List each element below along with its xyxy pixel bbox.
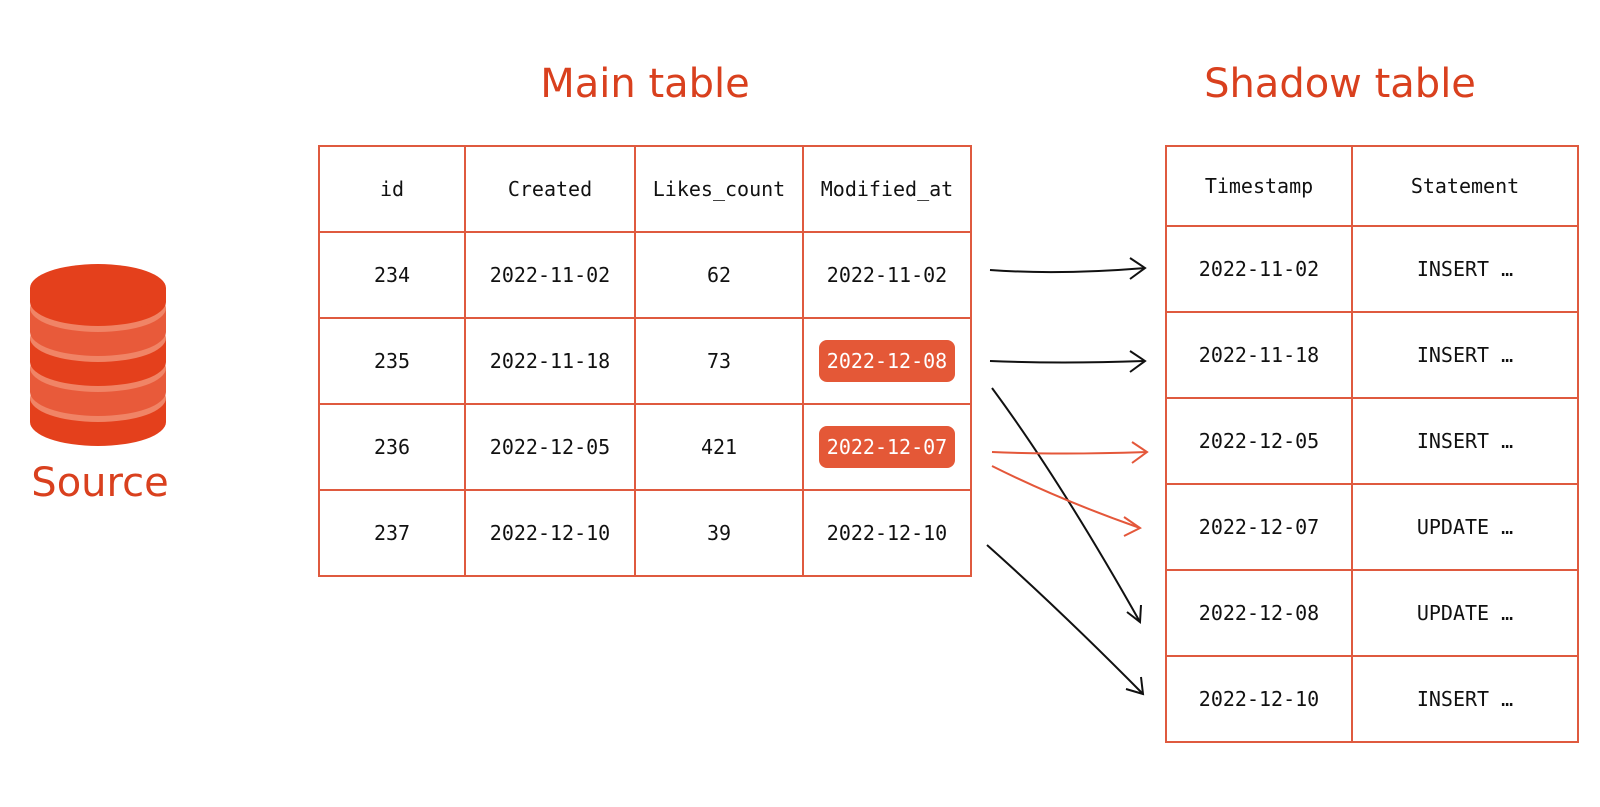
column-header-statement: Statement — [1351, 145, 1579, 227]
cell-modified-at: 2022-11-02 — [802, 231, 972, 319]
cell-statement: INSERT … — [1351, 397, 1579, 485]
column-header-modified-at: Modified_at — [802, 145, 972, 233]
shadow-table: Timestamp Statement 2022-11-02 INSERT … … — [1165, 145, 1579, 743]
arrow-236-to-2022-12-05 — [991, 451, 1148, 455]
cell-modified-at: 2022-12-10 — [802, 489, 972, 577]
table-row: 2022-12-05 INSERT … — [1165, 397, 1579, 485]
shadow-table-header-row: Timestamp Statement — [1165, 145, 1579, 227]
cell-created: 2022-11-02 — [464, 231, 636, 319]
table-row: 2022-12-08 UPDATE … — [1165, 569, 1579, 657]
cell-timestamp: 2022-11-02 — [1165, 225, 1353, 313]
cell-created: 2022-11-18 — [464, 317, 636, 405]
table-row: 2022-12-07 UPDATE … — [1165, 483, 1579, 571]
table-row: 234 2022-11-02 62 2022-11-02 — [318, 231, 972, 319]
cell-timestamp: 2022-12-10 — [1165, 655, 1353, 743]
cell-statement: UPDATE … — [1351, 483, 1579, 571]
source-label: Source — [31, 460, 169, 506]
cell-likes-count: 62 — [634, 231, 804, 319]
cell-statement: INSERT … — [1351, 225, 1579, 313]
cell-likes-count: 421 — [634, 403, 804, 491]
cell-id: 237 — [318, 489, 466, 577]
arrow-236-to-2022-12-07 — [991, 465, 1141, 529]
cell-modified-at: 2022-12-07 — [802, 403, 972, 491]
database-icon — [30, 264, 166, 446]
cell-timestamp: 2022-11-18 — [1165, 311, 1353, 399]
table-row: 235 2022-11-18 73 2022-12-08 — [318, 317, 972, 405]
cell-modified-at: 2022-12-08 — [802, 317, 972, 405]
cell-id: 235 — [318, 317, 466, 405]
table-row: 237 2022-12-10 39 2022-12-10 — [318, 489, 972, 577]
cell-created: 2022-12-05 — [464, 403, 636, 491]
cell-id: 234 — [318, 231, 466, 319]
main-table: id Created Likes_count Modified_at 234 2… — [318, 145, 972, 577]
cell-id: 236 — [318, 403, 466, 491]
arrow-head — [1126, 604, 1142, 624]
highlighted-date-badge: 2022-12-08 — [818, 340, 956, 382]
arrow-head — [1123, 516, 1142, 537]
table-row: 2022-12-10 INSERT … — [1165, 655, 1579, 743]
arrow-head — [1129, 257, 1147, 280]
cell-timestamp: 2022-12-05 — [1165, 397, 1353, 485]
cell-likes-count: 39 — [634, 489, 804, 577]
arrow-head — [1131, 441, 1149, 464]
cell-timestamp: 2022-12-08 — [1165, 569, 1353, 657]
shadow-table-title: Shadow table — [1204, 61, 1476, 107]
main-table-header-row: id Created Likes_count Modified_at — [318, 145, 972, 233]
arrow-234-to-2022-11-02 — [989, 267, 1146, 274]
table-row: 2022-11-02 INSERT … — [1165, 225, 1579, 313]
arrow-head — [1129, 350, 1147, 373]
cell-statement: INSERT … — [1351, 655, 1579, 743]
table-row: 2022-11-18 INSERT … — [1165, 311, 1579, 399]
cell-likes-count: 73 — [634, 317, 804, 405]
cell-created: 2022-12-10 — [464, 489, 636, 577]
highlighted-date-badge: 2022-12-07 — [818, 426, 956, 468]
arrow-235-to-2022-11-18 — [989, 360, 1146, 364]
arrow-235-to-2022-12-08 — [991, 387, 1141, 623]
main-table-title: Main table — [540, 61, 750, 107]
table-row: 236 2022-12-05 421 2022-12-07 — [318, 403, 972, 491]
column-header-created: Created — [464, 145, 636, 233]
arrow-237-to-2022-12-10 — [986, 544, 1144, 695]
column-header-likes-count: Likes_count — [634, 145, 804, 233]
arrow-head — [1125, 676, 1145, 696]
cell-timestamp: 2022-12-07 — [1165, 483, 1353, 571]
column-header-timestamp: Timestamp — [1165, 145, 1353, 227]
cell-statement: INSERT … — [1351, 311, 1579, 399]
cell-statement: UPDATE … — [1351, 569, 1579, 657]
column-header-id: id — [318, 145, 466, 233]
